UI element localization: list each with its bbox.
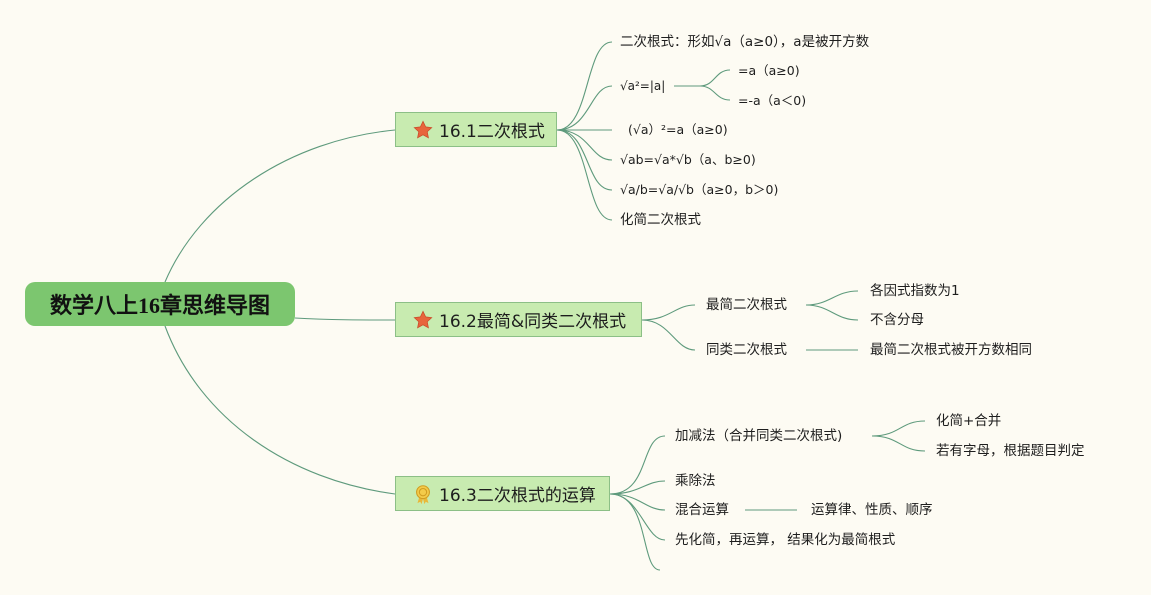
connector-root-topic1	[164, 129, 396, 283]
connector-root-topic2	[294, 317, 396, 321]
leaf-square[interactable]: (√a）²=a（a≥0)	[628, 122, 728, 137]
leaf-simplify-merge[interactable]: 化简+合并	[936, 413, 1002, 429]
topic-16-3[interactable]: 16.3二次根式的运算	[395, 476, 610, 511]
topic-label: 16.2最简&同类二次根式	[439, 312, 627, 332]
leaf-abs-neg[interactable]: =-a（a＜0)	[738, 93, 807, 108]
root-node[interactable]: 数学八上16章思维导图	[25, 282, 295, 326]
leaf-exponent[interactable]: 各因式指数为1	[870, 283, 960, 299]
leaf-simplify[interactable]: 化简二次根式	[620, 212, 701, 228]
leaf-addsub[interactable]: 加减法（合并同类二次根式)	[675, 428, 843, 444]
leaf-muldiv[interactable]: 乘除法	[675, 473, 716, 489]
topic-16-2[interactable]: 16.2最简&同类二次根式	[395, 302, 642, 337]
connector-root-topic3	[164, 325, 396, 495]
leaf-similar[interactable]: 同类二次根式	[706, 342, 787, 358]
medal-icon	[416, 484, 430, 504]
leaf-quotient[interactable]: √a/b=√a/√b（a≥0，b＞0)	[620, 182, 779, 197]
topic-label: 16.3二次根式的运算	[439, 486, 596, 506]
leaf-simplest[interactable]: 最简二次根式	[706, 297, 787, 313]
leaf-definition[interactable]: 二次根式：形如√a（a≥0），a是被开方数	[620, 34, 870, 50]
leaf-mixed[interactable]: 混合运算	[675, 502, 729, 518]
topic-label: 16.1二次根式	[439, 122, 545, 142]
leaf-abs-pos[interactable]: =a（a≥0)	[738, 63, 800, 78]
leaf-product[interactable]: √ab=√a*√b（a、b≥0)	[620, 152, 756, 167]
leaf-rules[interactable]: 运算律、性质、顺序	[811, 502, 933, 518]
leaf-abs[interactable]: √a²=|a|	[620, 79, 666, 93]
leaf-similar-def[interactable]: 最简二次根式被开方数相同	[870, 342, 1032, 358]
leaf-letters[interactable]: 若有字母，根据题目判定	[936, 443, 1085, 459]
star-icon	[413, 309, 433, 328]
leaf-no-denominator[interactable]: 不含分母	[870, 312, 924, 328]
star-icon	[413, 119, 433, 138]
leaf-simplify-first[interactable]: 先化简，再运算， 结果化为最简根式	[675, 532, 896, 548]
topic-16-1[interactable]: 16.1二次根式	[395, 112, 557, 147]
